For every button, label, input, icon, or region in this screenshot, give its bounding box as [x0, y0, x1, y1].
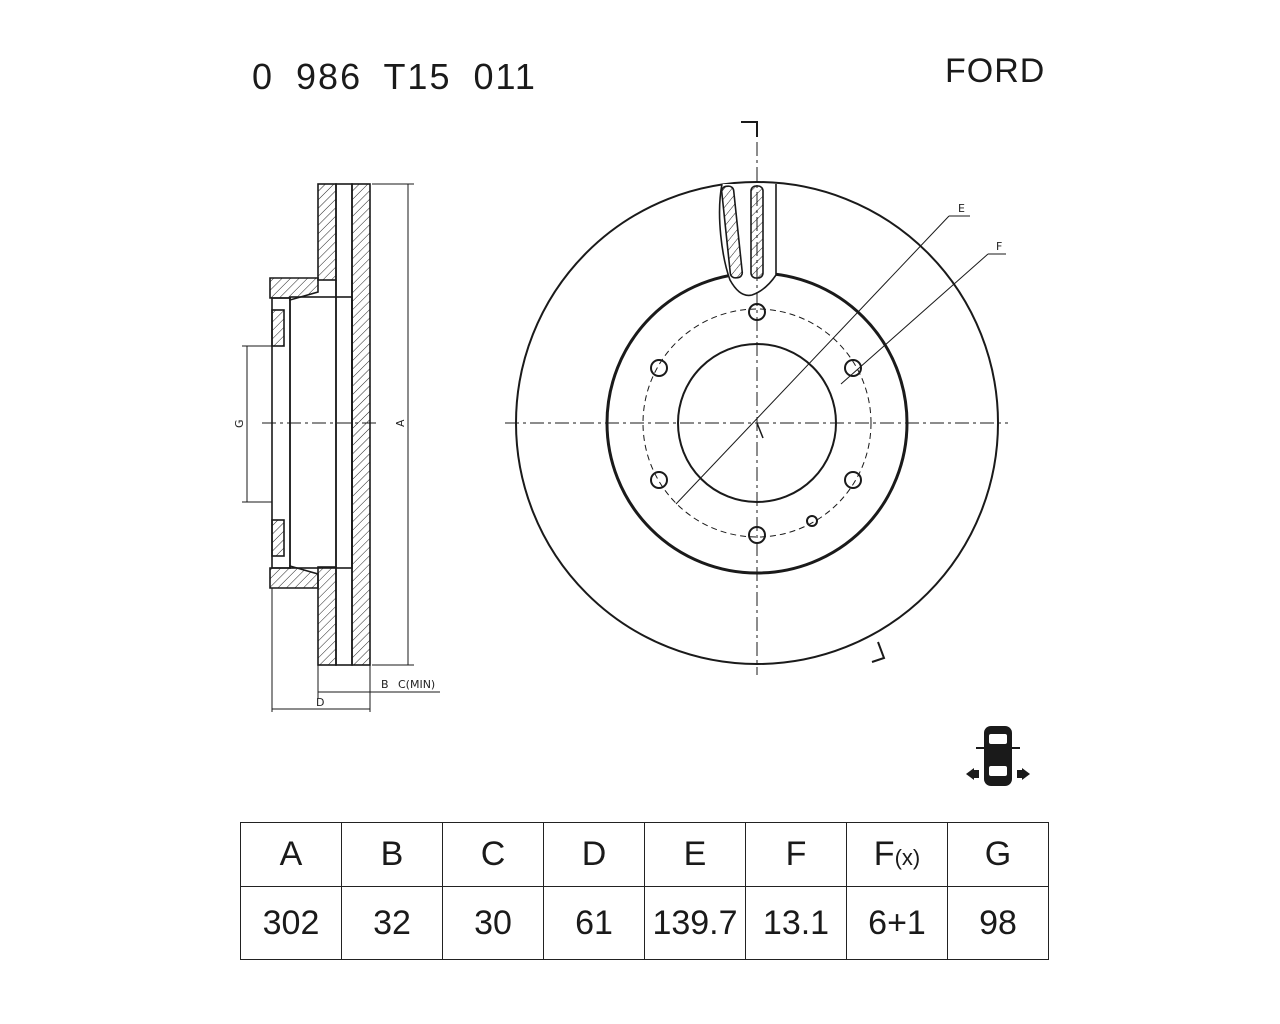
brand-name: FORD: [945, 52, 1046, 90]
header-fx: F(x): [846, 822, 948, 887]
car-front-axle-icon: [966, 726, 1030, 786]
header-g: G: [947, 822, 1049, 887]
locating-hole: [806, 515, 818, 527]
value-fx: 6+1: [846, 886, 948, 960]
header-fx-main: F: [873, 835, 895, 873]
dimension-b-c-d: [271, 588, 440, 712]
dimension-g: [242, 345, 272, 503]
table-header-row: A B C D E F F(x) G: [240, 822, 1049, 887]
value-f: 13.1: [745, 886, 847, 960]
value-a: 302: [240, 886, 342, 960]
value-c: 30: [442, 886, 544, 960]
label-d: D: [316, 696, 324, 709]
value-e: 139.7: [644, 886, 746, 960]
dimension-a: [372, 183, 414, 666]
front-centerlines: [505, 142, 1008, 675]
label-a: A: [394, 419, 407, 427]
part-number: 0 986 T15 011: [252, 56, 537, 97]
label-b: B: [381, 678, 389, 691]
header-f: F: [745, 822, 847, 887]
value-g: 98: [947, 886, 1049, 960]
label-c: C(MIN): [398, 678, 435, 691]
stud-hole: [844, 471, 862, 489]
section-marker-bottom: [871, 641, 886, 663]
header-b: B: [341, 822, 443, 887]
section-marker-top: [741, 121, 758, 137]
vent-cutaway: [718, 183, 777, 297]
dimension-e: [675, 215, 970, 505]
header-e: E: [644, 822, 746, 887]
label-g: G: [233, 419, 246, 428]
value-b: 32: [341, 886, 443, 960]
label-f: F: [996, 240, 1002, 253]
specification-table: A B C D E F F(x) G 302 32 30 61 139.7 13…: [240, 822, 1049, 960]
stud-hole: [844, 359, 862, 377]
table-value-row: 302 32 30 61 139.7 13.1 6+1 98: [240, 886, 1049, 960]
dimension-f: [840, 253, 1006, 385]
stud-hole: [650, 471, 668, 489]
header-d: D: [543, 822, 645, 887]
header-c: C: [442, 822, 544, 887]
header-fx-sub: (x): [894, 845, 921, 870]
stud-hole: [650, 359, 668, 377]
header-a: A: [240, 822, 342, 887]
disc-side-section: [269, 183, 371, 666]
value-d: 61: [543, 886, 645, 960]
label-e: E: [958, 202, 965, 215]
